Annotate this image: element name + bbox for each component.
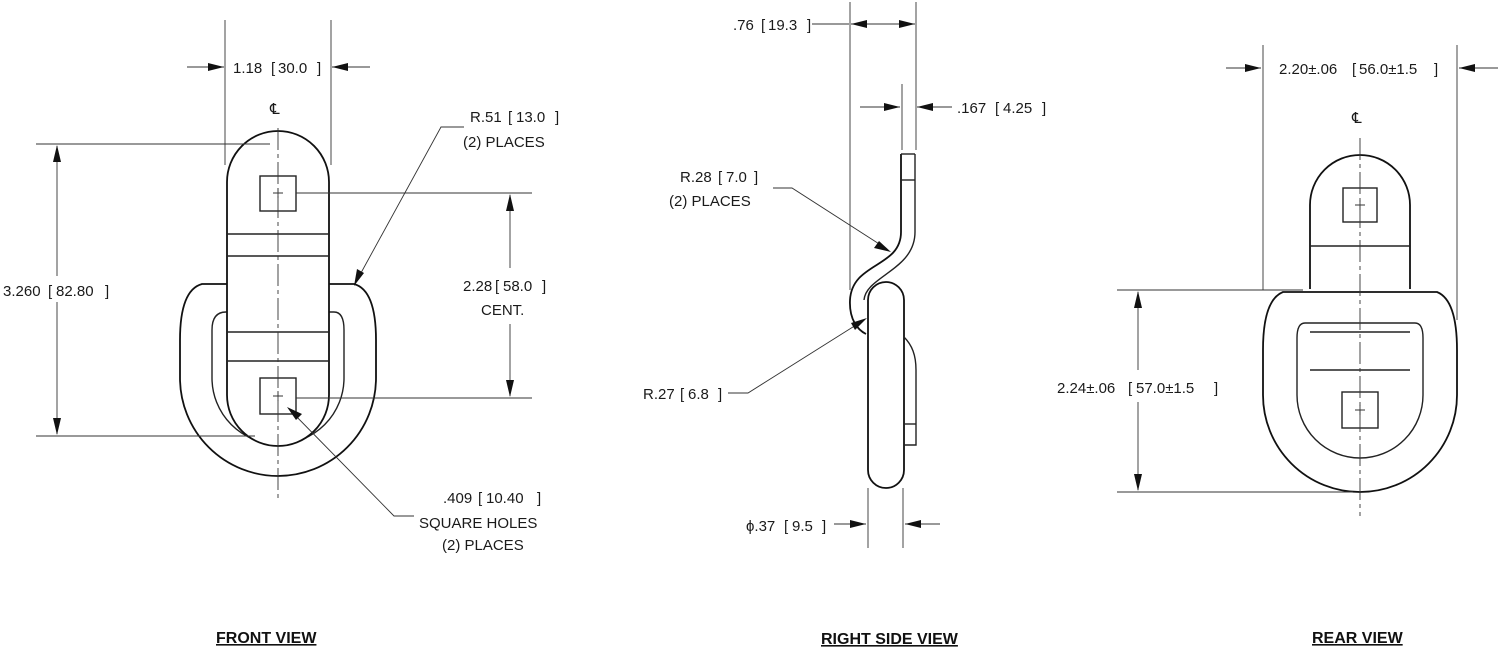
front-dim-width-mm: 30.0	[278, 60, 307, 77]
svg-text:[: [	[680, 386, 685, 403]
rear-centerline-mark: ℄	[1351, 110, 1362, 127]
svg-text:[: [	[995, 100, 1000, 117]
front-dim-radius: R.51	[470, 109, 502, 126]
side-dim-offset: .76	[733, 17, 754, 34]
side-dim-ring-radius-mm: 6.8	[688, 386, 709, 403]
front-ring-outer	[179, 283, 377, 477]
svg-text:]: ]	[754, 169, 758, 186]
svg-text:]: ]	[718, 386, 722, 403]
side-ring-section	[867, 281, 905, 489]
side-view: .76 [ 19.3 ] .167 [ 4.25 ] R.28 [ 7.0 ] …	[643, 2, 1046, 648]
front-centerline-mark: ℄	[269, 101, 280, 118]
side-view-title: RIGHT SIDE VIEW	[821, 631, 959, 648]
svg-text:[: [	[1352, 61, 1357, 78]
rear-dim-width: 2.20±.06	[1279, 61, 1337, 78]
svg-text:]: ]	[317, 60, 321, 77]
front-dim-width: 1.18	[233, 60, 262, 77]
svg-text:]: ]	[1214, 380, 1218, 397]
side-dim-diameter-mm: 9.5	[792, 518, 813, 535]
side-dim-bend-places: (2) PLACES	[669, 193, 751, 210]
front-dim-centers-note: CENT.	[481, 302, 524, 319]
svg-text:]: ]	[555, 109, 559, 126]
svg-text:[: [	[1128, 380, 1133, 397]
front-dim-centers: 2.28	[463, 278, 492, 295]
svg-text:[: [	[508, 109, 513, 126]
rear-ring-outer	[1262, 291, 1458, 493]
svg-text:]: ]	[1434, 61, 1438, 78]
side-dim-thickness-mm: 4.25	[1003, 100, 1032, 117]
front-dim-height: 3.260	[3, 283, 41, 300]
front-dim-radius-places: (2) PLACES	[463, 134, 545, 151]
rear-dim-ring-height-mm: 57.0±1.5	[1136, 380, 1194, 397]
svg-text:[: [	[718, 169, 723, 186]
rear-dim-ring-height: 2.24±.06	[1057, 380, 1115, 397]
svg-text:]: ]	[807, 17, 811, 34]
front-dim-height-mm: 82.80	[56, 283, 94, 300]
front-dim-holes-places: (2) PLACES	[442, 537, 524, 554]
side-dim-bend-radius: R.28	[680, 169, 712, 186]
svg-text:[: [	[495, 278, 500, 295]
svg-text:[: [	[761, 17, 766, 34]
svg-text:]: ]	[822, 518, 826, 535]
side-dim-thickness: .167	[957, 100, 986, 117]
side-dim-bend-radius-mm: 7.0	[726, 169, 747, 186]
svg-text:[: [	[271, 60, 276, 77]
side-strap-profile	[849, 154, 902, 335]
rear-view-title: REAR VIEW	[1312, 630, 1404, 647]
side-strap-profile-inner	[863, 154, 916, 301]
rear-dim-width-mm: 56.0±1.5	[1359, 61, 1417, 78]
rear-ring-inner	[1296, 322, 1424, 459]
front-dim-holes-mm: 10.40	[486, 490, 524, 507]
svg-text:]: ]	[537, 490, 541, 507]
svg-text:[: [	[48, 283, 53, 300]
front-dim-holes-note: SQUARE HOLES	[419, 515, 537, 532]
side-dim-diameter: ϕ.37	[746, 518, 775, 535]
rear-view: ℄ 2.20±.06 [ 56.0±1.5 ] 2.24±.06 [ 57.0±…	[1057, 45, 1498, 647]
side-dim-ring-radius: R.27	[643, 386, 675, 403]
front-dim-centers-mm: 58.0	[503, 278, 532, 295]
front-dim-holes: .409	[443, 490, 472, 507]
side-dim-offset-mm: 19.3	[768, 17, 797, 34]
svg-text:]: ]	[1042, 100, 1046, 117]
svg-text:[: [	[784, 518, 789, 535]
front-view-title: FRONT VIEW	[216, 630, 317, 647]
front-view: ℄ 1.18 [ 30.0 ] 3.260 [ 82.80 ] 2.28 [ 5…	[3, 20, 559, 647]
svg-text:[: [	[478, 490, 483, 507]
front-dim-radius-mm: 13.0	[516, 109, 545, 126]
svg-text:]: ]	[542, 278, 546, 295]
svg-text:]: ]	[105, 283, 109, 300]
